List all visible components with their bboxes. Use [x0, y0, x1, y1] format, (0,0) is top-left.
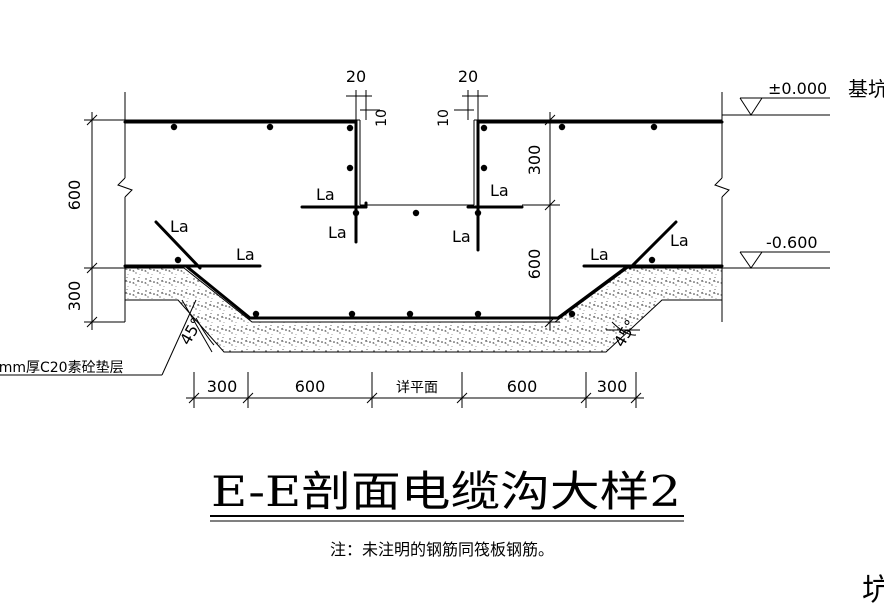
dim-bottom-1: 300 — [207, 377, 238, 396]
dim-wall-right: 20 — [458, 67, 478, 86]
anchor-labels: La La La La La La La La — [170, 181, 689, 264]
rebar-top-right — [476, 120, 724, 182]
la-label-6: La — [236, 245, 255, 264]
elevation-top-suffix: 基坑 — [848, 77, 884, 101]
cushion-label: 100mm厚C20素砼垫层 — [0, 360, 124, 376]
dimension-lines — [0, 90, 830, 408]
rebar-top-left — [123, 120, 358, 182]
la-label-4: La — [452, 227, 471, 246]
la-label-5: La — [170, 217, 189, 236]
rebar-dots — [170, 123, 658, 318]
dim-wall-left: 20 — [346, 67, 366, 86]
dim-slab-height: 600 — [65, 180, 84, 211]
elevation-bottom: -0.600 — [766, 233, 818, 252]
rebar-anchor-right — [628, 220, 678, 270]
dim-inner-left: 10 — [374, 109, 390, 127]
drawing-title: E-E剖面电缆沟大样2 — [211, 467, 681, 516]
dim-bottom-4: 600 — [507, 377, 538, 396]
dim-bottom-5: 300 — [597, 377, 628, 396]
dim-depth-upper: 300 — [525, 145, 544, 176]
rebar — [123, 120, 724, 320]
la-label-7: La — [590, 245, 609, 264]
dim-bottom-3: 详平面 — [396, 380, 438, 396]
elevation-top: ±0.000 — [768, 79, 827, 98]
dim-bottom-2: 600 — [295, 377, 326, 396]
bottom-right-fragment: 坑 — [862, 573, 884, 608]
rebar-anchor-left — [154, 220, 202, 270]
dimension-texts: 20 20 10 10 600 300 300 600 45° 45° 300 … — [65, 67, 641, 396]
la-label-1: La — [316, 185, 335, 204]
la-label-3: La — [490, 181, 509, 200]
dim-depth-lower: 600 — [525, 249, 544, 280]
elevation-labels: ±0.000 基坑 -0.600 — [766, 77, 884, 252]
la-label-8: La — [670, 231, 689, 250]
la-label-2: La — [328, 223, 347, 242]
dim-inner-right: 10 — [436, 109, 452, 127]
drawing-note: 注：未注明的钢筋同筏板钢筋。 — [330, 540, 554, 559]
dim-pad-height: 300 — [65, 281, 84, 312]
